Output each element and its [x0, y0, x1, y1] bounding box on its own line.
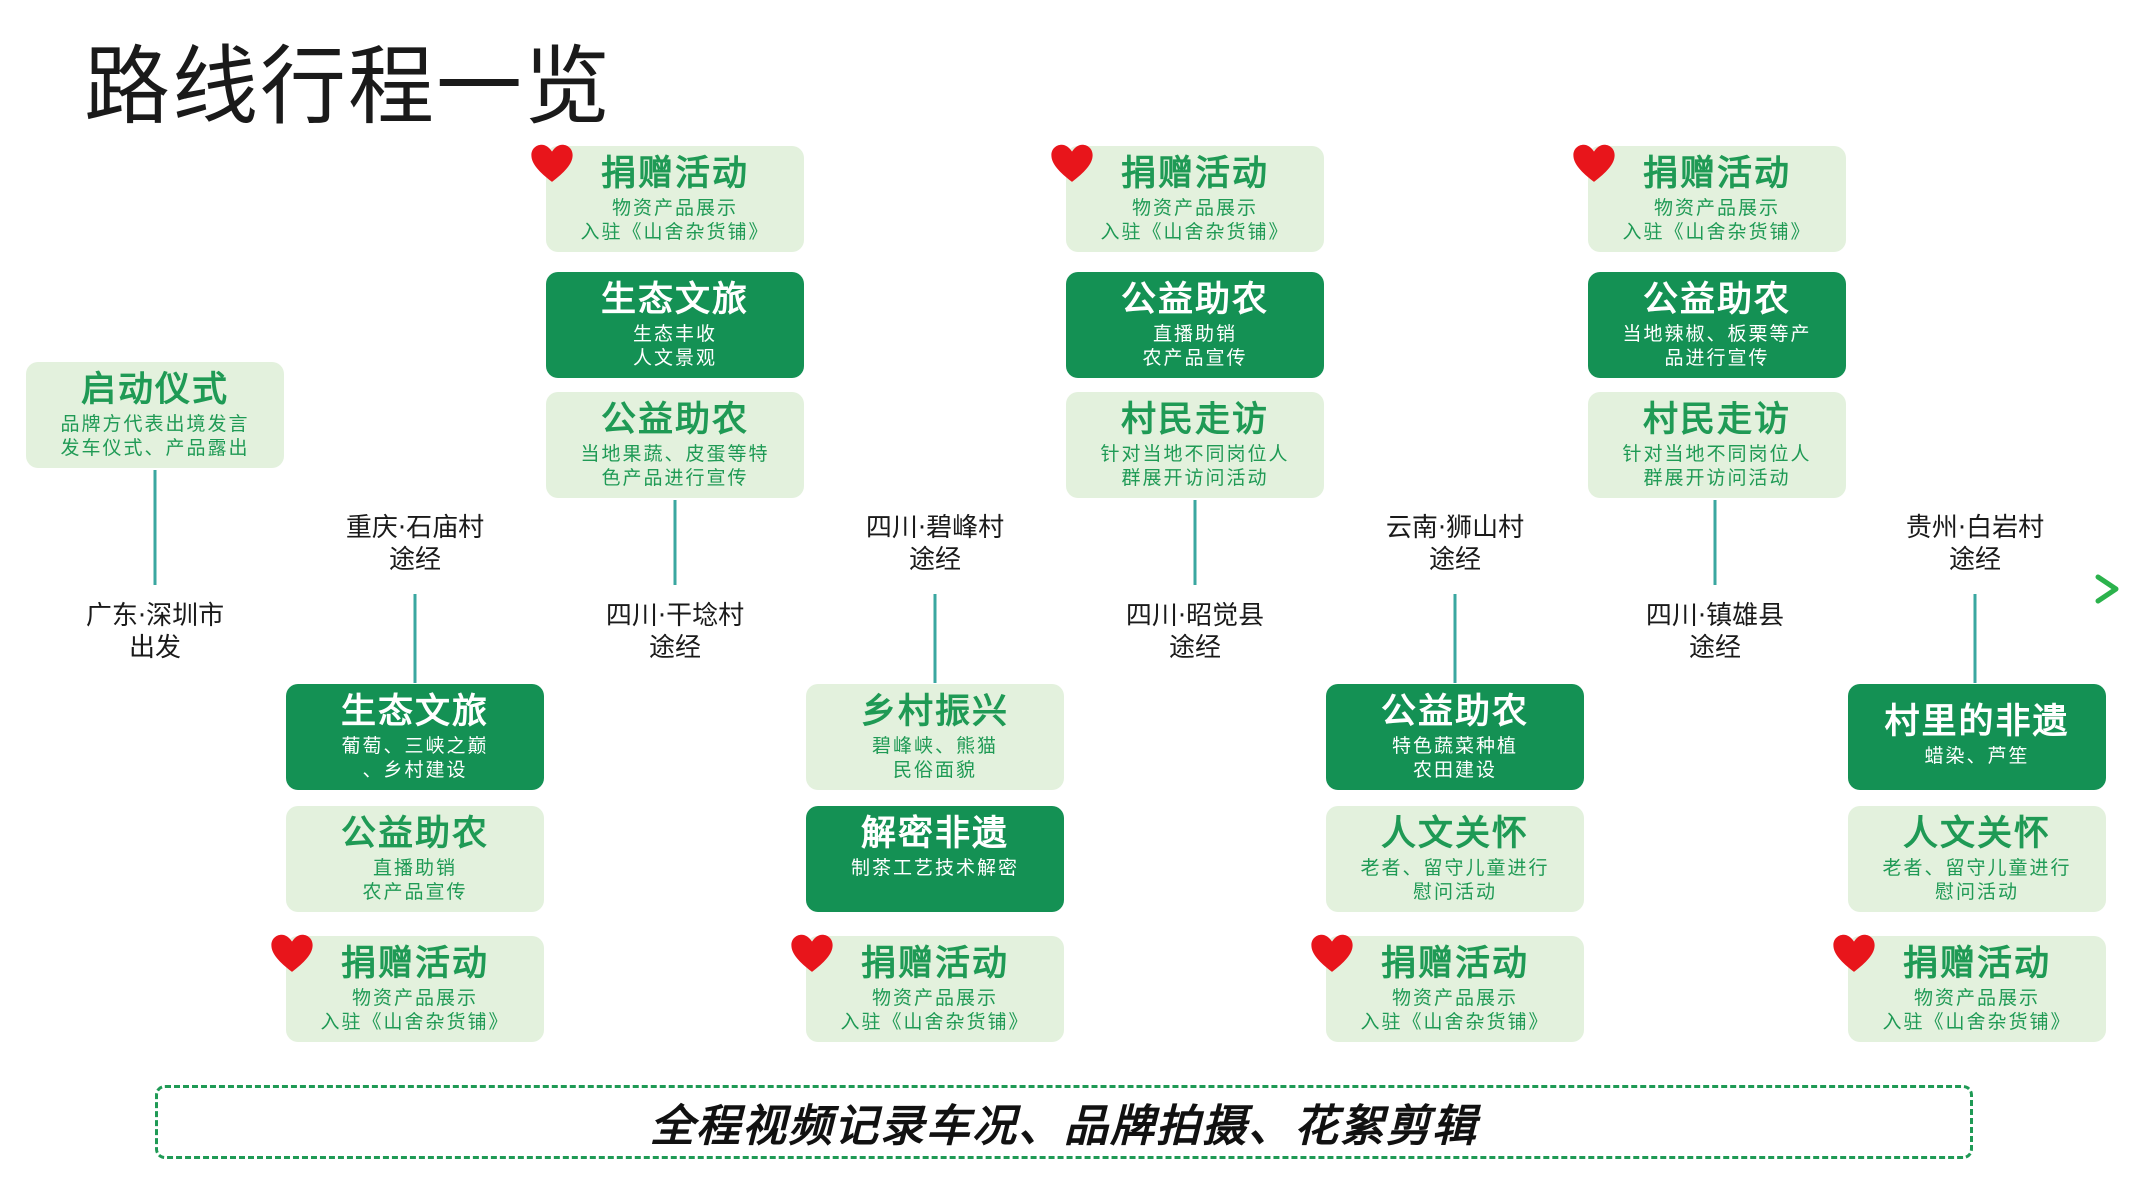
- card-donation: 捐赠活动 物资产品展示 入驻《山舍杂货铺》: [1573, 144, 1846, 252]
- page-title: 路线行程一览: [84, 37, 612, 137]
- connector-lines: [153, 470, 1977, 683]
- location-label-5: 云南·狮山村途经: [1385, 513, 1525, 575]
- card-donation: 捐赠活动 物资产品展示 入驻《山舍杂货铺》: [1311, 934, 1584, 1042]
- banner-text: 全程视频记录车况、品牌拍摄、花絮剪辑: [650, 1101, 1478, 1152]
- card-charity-farming: 公益助农 直播助销 农产品宣传: [286, 806, 544, 912]
- heart-icon: [1311, 934, 1353, 972]
- heart-icon: [531, 144, 573, 182]
- heart-icon: [791, 934, 833, 972]
- heart-icon: [1573, 144, 1615, 182]
- card-donation: 捐赠活动 物资产品展示 入驻《山舍杂货铺》: [1051, 144, 1324, 252]
- card-charity-farming: 公益助农 当地辣椒、板栗等产 品进行宣传: [1588, 272, 1846, 378]
- heart-icon: [271, 934, 313, 972]
- card-heritage-decode: 解密非遗 制茶工艺技术解密: [806, 806, 1064, 912]
- heart-icon: [1833, 934, 1875, 972]
- location-label-7: 贵州·白岩村途经: [1905, 513, 2045, 575]
- timeline-arrow-icon: [2095, 574, 2119, 604]
- card-villager-visit: 村民走访 针对当地不同岗位人 群展开访问活动: [1588, 392, 1846, 498]
- card-humanistic-care: 人文关怀 老者、留守儿童进行 慰问活动: [1848, 806, 2106, 912]
- location-label-4: 四川·昭觉县途经: [1125, 601, 1265, 663]
- summary-banner: 全程视频记录车况、品牌拍摄、花絮剪辑: [155, 1085, 1973, 1159]
- location-label-1: 重庆·石庙村途经: [345, 513, 485, 575]
- location-label-6: 四川·镇雄县途经: [1645, 601, 1785, 663]
- card-charity-farming: 公益助农 特色蔬菜种植 农田建设: [1326, 684, 1584, 790]
- card-donation: 捐赠活动 物资产品展示 入驻《山舍杂货铺》: [271, 934, 544, 1042]
- location-label-2: 四川·干埝村途经: [605, 601, 745, 663]
- location-label-3: 四川·碧峰村途经: [865, 513, 1005, 575]
- card-donation: 捐赠活动 物资产品展示 入驻《山舍杂货铺》: [531, 144, 804, 252]
- card-villager-visit: 村民走访 针对当地不同岗位人 群展开访问活动: [1066, 392, 1324, 498]
- card-donation: 捐赠活动 物资产品展示 入驻《山舍杂货铺》: [1833, 934, 2106, 1042]
- card-launch-ceremony: 启动仪式 品牌方代表出境发言 发车仪式、产品露出: [26, 362, 284, 468]
- card-donation: 捐赠活动 物资产品展示 入驻《山舍杂货铺》: [791, 934, 1064, 1042]
- card-charity-farming: 公益助农 当地果蔬、皮蛋等特 色产品进行宣传: [546, 392, 804, 498]
- card-village-heritage: 村里的非遗 蜡染、芦笙: [1848, 684, 2106, 790]
- location-label-0: 广东·深圳市出发: [85, 601, 225, 663]
- card-humanistic-care: 人文关怀 老者、留守儿童进行 慰问活动: [1326, 806, 1584, 912]
- card-eco-tourism: 生态文旅 生态丰收 人文景观: [546, 272, 804, 378]
- card-eco-tourism: 生态文旅 葡萄、三峡之巅 、乡村建设: [286, 684, 544, 790]
- heart-icon: [1051, 144, 1093, 182]
- card-rural-revitalization: 乡村振兴 碧峰峡、熊猫 民俗面貌: [806, 684, 1064, 790]
- card-charity-farming: 公益助农 直播助销 农产品宣传: [1066, 272, 1324, 378]
